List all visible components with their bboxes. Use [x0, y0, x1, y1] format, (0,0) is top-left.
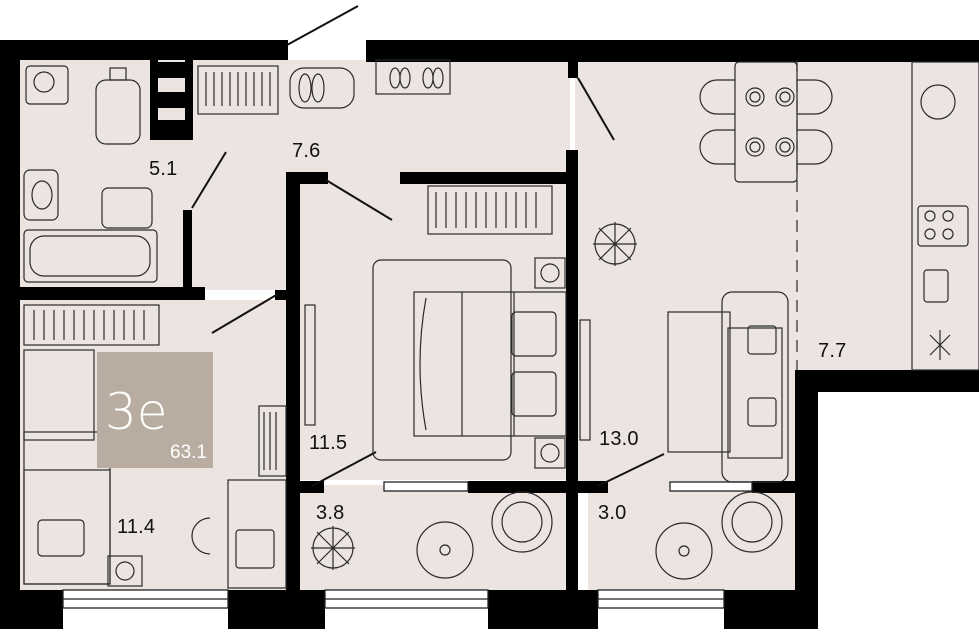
room-area-balcony-left: 3.8 — [316, 502, 345, 524]
room-area-kitchen: 7.7 — [818, 340, 847, 362]
door-swings — [191, 5, 665, 487]
room-area-living-kitchen: 13.0 — [599, 428, 639, 450]
room-area-bedroom-center: 11.5 — [309, 432, 348, 454]
room-area-hall: 7.6 — [292, 140, 321, 162]
room-area-bedroom-left: 11.4 — [117, 516, 156, 538]
furniture — [23, 59, 979, 589]
apartment-badge: 3е 63.1 — [97, 352, 213, 468]
walls — [0, 40, 979, 629]
apartment-type: 3е — [105, 383, 168, 441]
windows — [62, 481, 753, 609]
apartment-total-area: 63.1 — [170, 442, 207, 463]
floor-area — [20, 60, 979, 590]
room-area-bathroom: 5.1 — [149, 158, 178, 180]
room-area-balcony-right: 3.0 — [598, 502, 627, 524]
